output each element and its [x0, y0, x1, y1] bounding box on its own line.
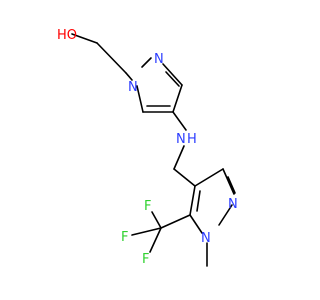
bond-ch2-ring	[173, 168, 196, 187]
bond-c5-cf3	[160, 214, 191, 229]
n1-lower-label: N	[201, 231, 211, 246]
lower-pyrazole-ring	[189, 168, 236, 267]
trifluoromethyl-group	[131, 211, 191, 253]
bond-c5-c4-inner	[196, 190, 201, 212]
bond-n2-c3	[162, 63, 183, 86]
structure-drawing: HO N N N H N N F F F	[57, 28, 238, 267]
bond-n1-c5	[189, 214, 203, 234]
n2-upper-label: N	[154, 52, 164, 67]
bond-c-n1	[125, 72, 133, 81]
bond-c-f-bottom	[149, 227, 162, 253]
hydroxyethyl-chain	[71, 33, 133, 81]
fluorine-bottom-label: F	[142, 252, 149, 267]
bond-c-c	[96, 42, 127, 74]
bond-c-f-top	[151, 211, 162, 229]
fluorine-top-label: F	[144, 199, 151, 214]
bond-c3-n2-inner	[227, 176, 236, 194]
bond-nh-ch2	[173, 145, 185, 170]
bond-c3-c4	[172, 84, 183, 113]
bond-c5-n1	[136, 85, 144, 113]
amine-h-label: H	[187, 132, 197, 147]
bond-n2-c3-inner	[165, 71, 180, 87]
amine-n-label: N	[176, 132, 186, 147]
bond-n1-n2	[141, 57, 152, 68]
fluorine-left-label: F	[121, 230, 128, 245]
upper-pyrazole-ring	[136, 57, 183, 113]
n2-lower-label: N	[228, 197, 238, 212]
bond-c5-c4	[189, 185, 196, 216]
bond-n2-n1	[218, 204, 233, 226]
amine-linker	[172, 111, 196, 187]
bond-c4-nh	[172, 111, 187, 131]
bond-o-c	[71, 33, 98, 44]
n1-upper-label: N	[128, 80, 138, 95]
hydroxyl-label: HO	[57, 28, 77, 43]
molecule-canvas: HO N N N H N N F F F	[57, 28, 238, 267]
bond-c3-n2	[222, 168, 235, 195]
bond-c-f-left	[131, 227, 162, 236]
bond-c4-c3	[194, 168, 224, 187]
